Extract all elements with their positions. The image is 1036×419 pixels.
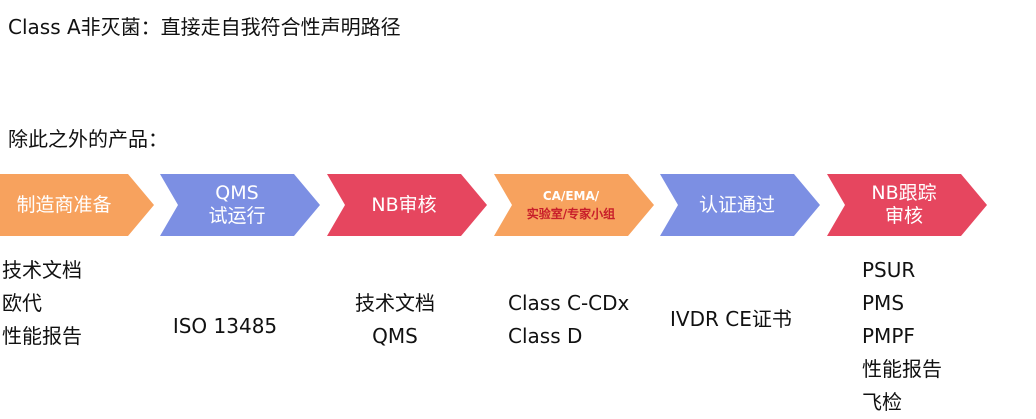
- detail-item: 飞检: [862, 390, 902, 414]
- process-step-3: NB审核: [327, 174, 487, 236]
- step-label: 认证通过: [674, 174, 800, 236]
- detail-item: QMS: [372, 324, 418, 348]
- step-label: 制造商准备: [0, 174, 134, 236]
- step-label-line: 试运行: [208, 205, 266, 227]
- detail-item: IVDR CE证书: [670, 307, 792, 331]
- detail-item: PMS: [862, 291, 905, 315]
- step-label-line: 制造商准备: [16, 193, 112, 216]
- step-arrow-fill: [0, 174, 154, 236]
- page-title: Class A非灭菌：直接走自我符合性声明路径: [8, 15, 401, 39]
- detail-item: 性能报告: [2, 324, 82, 348]
- step-arrow-shape: [494, 174, 654, 236]
- detail-item: 技术文档: [355, 291, 435, 315]
- process-step-5: 认证通过: [660, 174, 820, 236]
- step-arrow-fill: [160, 174, 320, 236]
- detail-item: 性能报告: [862, 357, 942, 381]
- step-arrow-fill: [327, 174, 487, 236]
- step-arrow-fill: [494, 174, 654, 236]
- process-step-6: NB跟踪审核: [827, 174, 987, 236]
- detail-item: ISO 13485: [172, 314, 278, 338]
- step-arrow-shape: [160, 174, 320, 236]
- step-arrow-fill: [827, 174, 987, 236]
- step-label-line: NB审核: [371, 193, 437, 216]
- detail-item: 欧代: [2, 291, 42, 315]
- detail-item: 技术文档: [2, 258, 82, 282]
- step-label-line: NB跟踪: [871, 182, 937, 204]
- step-label: NB审核: [341, 174, 467, 236]
- section-subtitle: 除此之外的产品：: [8, 127, 168, 151]
- step-label-line: 实验室/专家小组: [526, 207, 616, 221]
- step-detail-list-3: 技术文档 QMS: [295, 287, 495, 353]
- step-label-line: 认证通过: [698, 193, 775, 216]
- step-arrow-fill: [660, 174, 820, 236]
- step-arrow-shape: [0, 174, 154, 236]
- step-label-line: QMS: [215, 182, 259, 204]
- step-arrow-shape: [660, 174, 820, 236]
- step-arrow-shape: [327, 174, 487, 236]
- detail-item: Class C-CDx: [508, 291, 630, 315]
- detail-item: Class D: [508, 324, 583, 348]
- step-arrow-shape: [827, 174, 987, 236]
- step-detail-list-2: ISO 13485: [120, 310, 330, 343]
- step-label: CA/EMA/实验室/专家小组: [508, 174, 634, 236]
- process-step-4: CA/EMA/实验室/专家小组: [494, 174, 654, 236]
- step-detail-list-1: 技术文档欧代性能报告: [2, 254, 82, 353]
- detail-item: PSUR: [862, 258, 916, 282]
- detail-item: PMPF: [862, 324, 915, 348]
- step-detail-list-5: IVDR CE证书: [670, 303, 792, 336]
- step-label: NB跟踪审核: [841, 174, 967, 236]
- step-detail-list-6: PSUR PMS PMPF 性能报告飞检: [862, 254, 942, 419]
- process-step-1: 制造商准备: [0, 174, 154, 236]
- step-label-line: CA/EMA/: [542, 189, 600, 203]
- step-label-line: 审核: [884, 205, 923, 227]
